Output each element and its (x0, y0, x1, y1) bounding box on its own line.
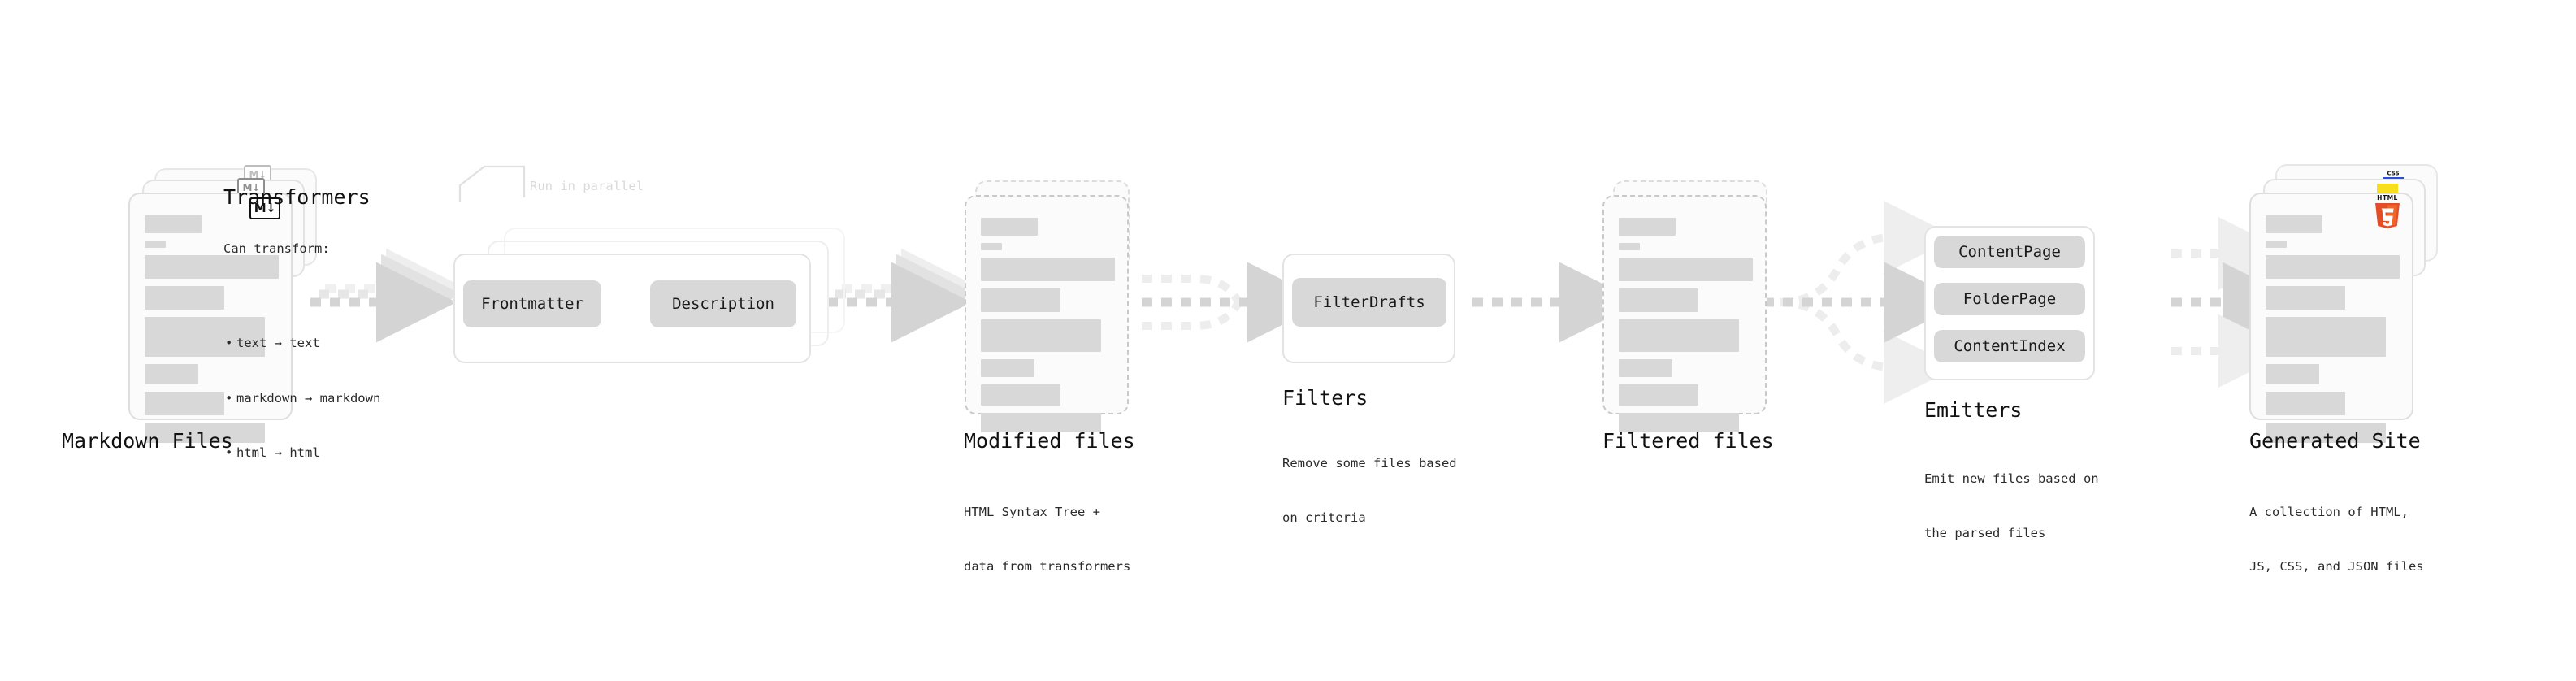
modified-card-front (965, 195, 1129, 432)
run-in-parallel-note: Run in parallel (530, 179, 644, 193)
stage-title-modified-files: Modified files (964, 429, 1135, 453)
transformer-chip-description[interactable]: Description (650, 280, 796, 327)
modified-files-caption-line: HTML Syntax Tree + (964, 504, 1100, 519)
filtered-card-front (1602, 195, 1767, 432)
transformers-caption: Can transform: text → text markdown → ma… (223, 203, 380, 535)
content-bar (1619, 258, 1753, 281)
content-bar (145, 392, 224, 415)
connector-filtered-to-emitters (1763, 201, 1965, 404)
content-bar (2266, 241, 2287, 248)
filters-caption: Remove some files based on criteria (1282, 418, 1457, 564)
connector-modified-to-filters (1142, 262, 1328, 343)
filters-caption-line: on criteria (1282, 510, 1366, 526)
content-bar (1619, 384, 1698, 406)
emitters-caption-line: Emit new files based on (1924, 471, 2099, 486)
transformers-caption-item: markdown → markdown (225, 389, 380, 408)
emitter-chip-contentpage[interactable]: ContentPage (1934, 236, 2085, 268)
content-bar (145, 215, 202, 233)
svg-text:CSS: CSS (2387, 171, 2399, 177)
content-bar (1619, 218, 1676, 236)
stage-title-filters: Filters (1282, 386, 1368, 410)
content-bar (981, 319, 1101, 352)
generated-site-caption: A collection of HTML, JS, CSS, and JSON … (2249, 466, 2424, 613)
modified-files-caption-line: data from transformers (964, 559, 1131, 575)
content-bar (981, 359, 1034, 377)
stage-title-generated-site: Generated Site (2249, 429, 2421, 453)
markdown-icon-label: M↓ (242, 182, 261, 193)
chip-label-description: Description (672, 295, 774, 313)
emitter-chip-folderpage[interactable]: FolderPage (1934, 283, 2085, 315)
content-bar (981, 218, 1038, 236)
transformers-caption-list: text → text markdown → markdown html → h… (223, 297, 380, 498)
markdown-icon-label: M↓ (254, 201, 276, 215)
transformer-chip-frontmatter[interactable]: Frontmatter (463, 280, 601, 327)
filtered-card-content (1604, 197, 1765, 432)
content-bar (2266, 255, 2400, 279)
connector-emitters-to-site (2171, 217, 2303, 388)
filters-caption-line: Remove some files based (1282, 455, 1457, 471)
content-bar (2266, 364, 2319, 384)
chip-label-contentpage: ContentPage (1958, 243, 2061, 261)
generated-card-front (2249, 193, 2413, 443)
transformers-caption-item: html → html (225, 444, 380, 462)
emitter-chip-contentindex[interactable]: ContentIndex (1934, 330, 2085, 362)
run-in-parallel-bracket (458, 165, 526, 202)
content-bar (145, 423, 265, 443)
modified-card-content (966, 197, 1127, 432)
content-bar (981, 258, 1115, 281)
markdown-icon: M↓ (249, 197, 280, 219)
content-bar (2266, 215, 2322, 233)
chip-label-contentindex: ContentIndex (1954, 337, 2066, 355)
content-bar (981, 288, 1060, 312)
generated-site-caption-line: JS, CSS, and JSON files (2249, 559, 2424, 575)
content-bar (981, 384, 1060, 406)
stage-title-transformers: Transformers (223, 185, 371, 209)
content-bar (1619, 319, 1739, 352)
emitters-caption-line: the parsed files (1924, 526, 2046, 541)
content-bar (145, 255, 279, 279)
stage-title-filtered-files: Filtered files (1602, 429, 1774, 453)
generated-card-content (2251, 194, 2412, 443)
stage-title-markdown-files: Markdown Files (62, 429, 233, 453)
stage-title-emitters: Emitters (1924, 398, 2023, 422)
html5-icon: HTML (2375, 194, 2400, 228)
chip-label-filterdrafts: FilterDrafts (1313, 293, 1425, 311)
svg-text:HTML: HTML (2377, 194, 2398, 202)
chip-label-folderpage: FolderPage (1962, 290, 2057, 308)
filter-chip-filterdrafts[interactable]: FilterDrafts (1292, 278, 1446, 327)
content-bar (2266, 392, 2345, 415)
content-bar (1619, 413, 1739, 432)
transformers-caption-heading: Can transform: (223, 241, 330, 256)
modified-files-caption: HTML Syntax Tree + data from transformer… (964, 466, 1130, 613)
transformers-caption-item: text → text (225, 334, 380, 353)
content-bar (145, 364, 198, 384)
content-bar (2266, 423, 2386, 443)
css3-icon: CSS (2383, 171, 2404, 180)
content-bar (981, 243, 1002, 250)
content-bar (145, 241, 166, 248)
content-bar (1619, 243, 1640, 250)
chip-label-frontmatter: Frontmatter (481, 295, 583, 313)
emitters-caption: Emit new files based on the parsed files (1924, 433, 2099, 579)
content-bar (2266, 317, 2386, 357)
generated-site-caption-line: A collection of HTML, (2249, 504, 2409, 519)
content-bar (2266, 286, 2345, 310)
content-bar (1619, 359, 1672, 377)
content-bar (1619, 288, 1698, 312)
content-bar (981, 413, 1101, 432)
content-bar (145, 286, 224, 310)
markdown-icon-label: M↓ (249, 169, 267, 180)
